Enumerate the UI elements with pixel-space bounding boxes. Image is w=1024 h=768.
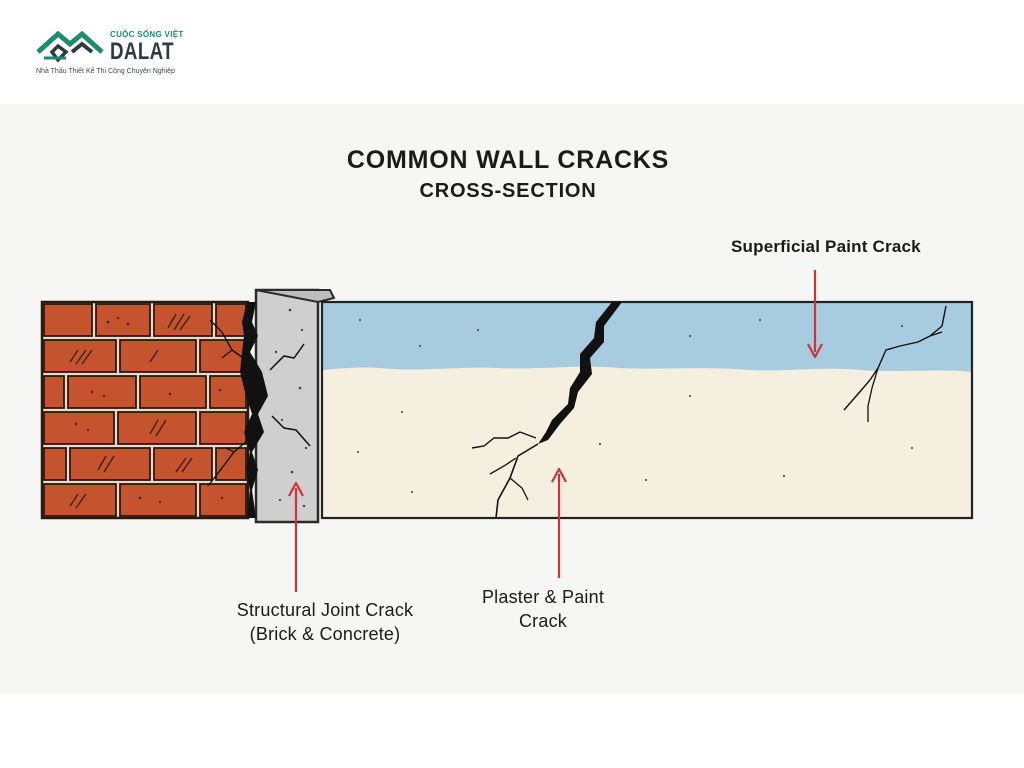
label-structural-joint-crack: Structural Joint Crack (Brick & Concrete… [200,598,450,646]
structural-joint-crack [207,302,268,518]
superficial-paint-crack [843,305,947,422]
brand-subtitle: Nhà Thầu Thiết Kế Thi Công Chuyên Nghiệp [36,68,175,75]
arrow-superficial [807,270,823,359]
label-structural-line1: Structural Joint Crack [236,600,414,620]
diagram-subtitle: CROSS-SECTION [419,180,597,202]
plaster-paint-wall [320,300,974,520]
brand-tagline: CUỘC SỐNG VIỆT [110,30,184,39]
concrete-column [254,288,336,524]
label-superficial-paint-crack: Superficial Paint Crack [731,237,921,256]
brick-wall [40,300,250,520]
diagram-title: COMMON WALL CRACKS [346,146,670,174]
label-structural-line2: (Brick & Concrete) [249,624,401,644]
brand-name: DALAT [110,38,174,65]
house-roof-logo-icon [36,30,104,63]
arrow-structural [288,481,304,592]
label-plaster-paint-crack: Plaster & Paint Crack [448,585,638,633]
plaster-paint-crack [471,302,622,519]
label-plaster-line2: Crack [518,611,567,631]
arrow-plaster [551,467,567,578]
label-plaster-line1: Plaster & Paint [481,587,605,607]
